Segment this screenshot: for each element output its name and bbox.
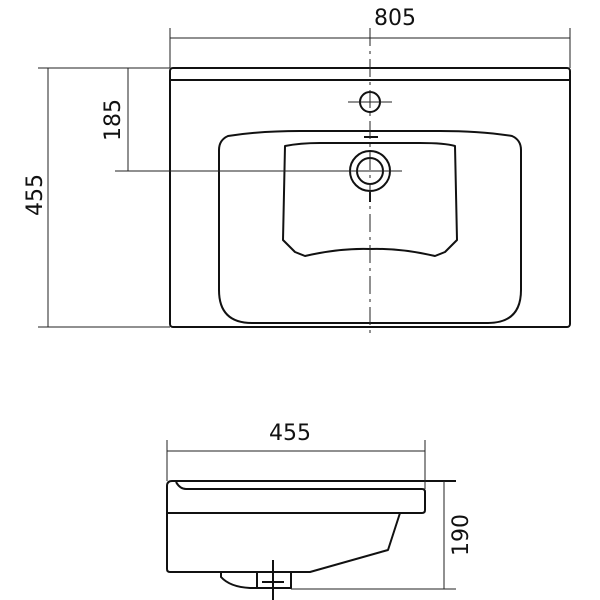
bowl-outline (218, 130, 522, 324)
height-dim-label: 190 (449, 514, 474, 556)
body-outline (166, 480, 401, 573)
depth-dim-label: 455 (23, 174, 48, 216)
side-depth-dim-label: 455 (269, 421, 311, 446)
tap-offset-dim-label: 185 (101, 99, 126, 141)
basin-inner (282, 142, 458, 257)
width-dim-label: 805 (374, 6, 416, 31)
top-view: 805 455 185 (23, 6, 571, 338)
counter-edge (168, 481, 426, 514)
side-view: 455 190 (166, 421, 474, 600)
waste-outlet (220, 573, 292, 589)
